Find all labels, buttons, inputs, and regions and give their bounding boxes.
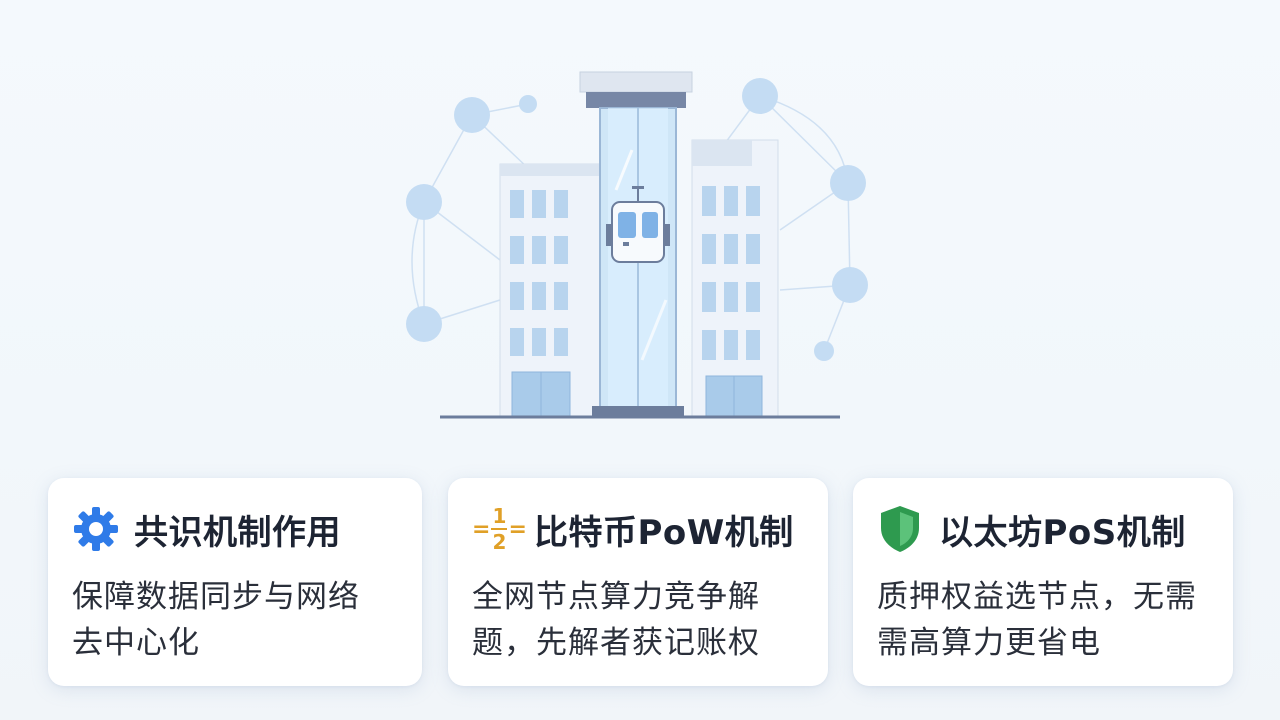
card-title: 共识机制作用 (134, 512, 341, 553)
card-description-line: 题，先解者获记账权 (472, 625, 760, 661)
gear-icon (72, 504, 124, 554)
fraction-icon: = 1 2 = (472, 504, 527, 554)
card-consensus-role: 共识机制作用 保障数据同步与网络 去中心化 (48, 478, 422, 686)
left-building (499, 163, 601, 417)
card-description: 全网节点算力竞争解 题，先解者获记账权 (472, 574, 804, 666)
hero-illustration (380, 60, 900, 440)
card-description-line: 质押权益选节点，无需 (877, 579, 1197, 615)
shield-icon (877, 504, 929, 554)
buildings-network-illustration (406, 71, 868, 419)
right-building (691, 139, 779, 417)
elevator-cabin (606, 186, 670, 263)
card-description: 保障数据同步与网络 去中心化 (72, 574, 398, 666)
card-description-line: 需高算力更省电 (877, 625, 1101, 661)
card-description-line: 全网节点算力竞争解 (472, 579, 760, 615)
card-description: 质押权益选节点，无需 需高算力更省电 (877, 574, 1209, 666)
card-description-line: 保障数据同步与网络 (72, 579, 360, 615)
card-title: 比特币PoW机制 (534, 512, 794, 553)
card-description-line: 去中心化 (72, 625, 200, 661)
card-header: 共识机制作用 (72, 504, 398, 554)
fraction-denominator: 2 (492, 530, 507, 554)
card-bitcoin-pow: = 1 2 = 比特币PoW机制 全网节点算力竞争解 题，先解者获记账权 (448, 478, 828, 686)
card-ethereum-pos: 以太坊PoS机制 质押权益选节点，无需 需高算力更省电 (853, 478, 1233, 686)
network-nodes (406, 78, 868, 361)
card-header: = 1 2 = 比特币PoW机制 (472, 504, 804, 554)
card-header: 以太坊PoS机制 (877, 504, 1209, 554)
card-title: 以太坊PoS机制 (939, 512, 1186, 553)
fraction-numerator: 1 (492, 504, 507, 528)
